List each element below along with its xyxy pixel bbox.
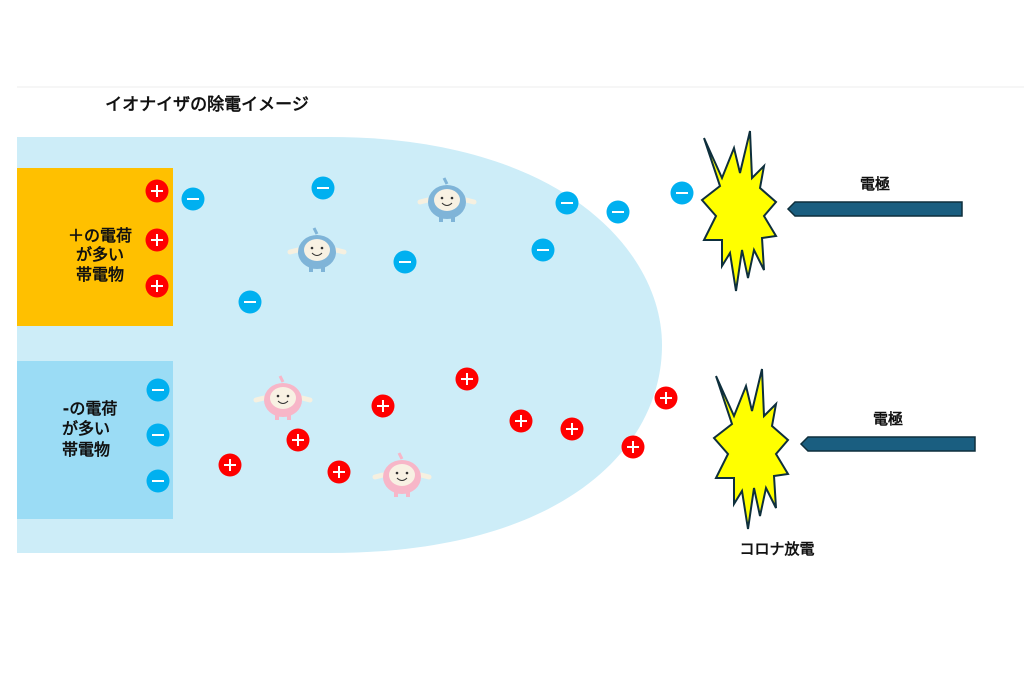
negative-object-label-3: 帯電物 — [62, 440, 110, 459]
negative-ion — [606, 200, 630, 224]
positive-ion — [145, 179, 169, 203]
electrode-top — [786, 201, 963, 217]
negative-ion — [146, 378, 170, 402]
plus-icon — [333, 466, 345, 478]
mascot-positive-1 — [253, 375, 313, 420]
positive-ion — [286, 428, 310, 452]
positive-ion — [560, 417, 584, 441]
positive-object-label-3: 帯電物 — [76, 265, 124, 284]
negative-ion — [393, 250, 417, 274]
ions — [145, 176, 694, 493]
plus-icon — [515, 415, 527, 427]
negative-ion — [181, 187, 205, 211]
plus-icon — [151, 234, 163, 246]
corona-spark-bottom — [712, 368, 790, 530]
positive-ion — [145, 274, 169, 298]
plus-icon — [660, 392, 672, 404]
negative-ion — [238, 290, 262, 314]
mascot-negative-2 — [417, 177, 477, 222]
plus-icon — [566, 423, 578, 435]
plus-icon — [151, 185, 163, 197]
mascot-positive-2 — [372, 452, 432, 497]
electrode-bottom — [799, 436, 976, 452]
negative-ion — [311, 176, 335, 200]
positive-ion — [327, 460, 351, 484]
corona-discharge-label: コロナ放電 — [739, 540, 814, 558]
electrode-bottom-label: 電極 — [873, 410, 903, 428]
plus-icon — [377, 400, 389, 412]
positive-object-label-2: が多い — [76, 245, 124, 264]
negative-ion — [555, 191, 579, 215]
plus-icon — [292, 434, 304, 446]
positive-object-label-1: ＋の電荷 — [68, 226, 132, 245]
diagram-title: イオナイザの除電イメージ — [105, 94, 309, 115]
positive-ion — [145, 228, 169, 252]
positive-ion — [621, 435, 645, 459]
negative-ion — [670, 181, 694, 205]
positive-ion — [455, 367, 479, 391]
corona-spark-top — [700, 130, 778, 292]
plus-icon — [151, 280, 163, 292]
negative-ion — [146, 469, 170, 493]
ion-cloud — [17, 137, 662, 553]
negative-object-label-2: が多い — [62, 419, 110, 438]
mascots — [253, 177, 477, 497]
electrode-top-label: 電極 — [860, 175, 890, 193]
plus-icon — [461, 373, 473, 385]
mascot-negative-1 — [287, 227, 347, 272]
positive-ion — [654, 386, 678, 410]
negative-ion — [531, 238, 555, 262]
negative-ion — [146, 423, 170, 447]
positive-ion — [218, 453, 242, 477]
positive-ion — [371, 394, 395, 418]
plus-icon — [224, 459, 236, 471]
positive-ion — [509, 409, 533, 433]
plus-icon — [627, 441, 639, 453]
negative-object-label-1: -の電荷 — [63, 399, 118, 418]
